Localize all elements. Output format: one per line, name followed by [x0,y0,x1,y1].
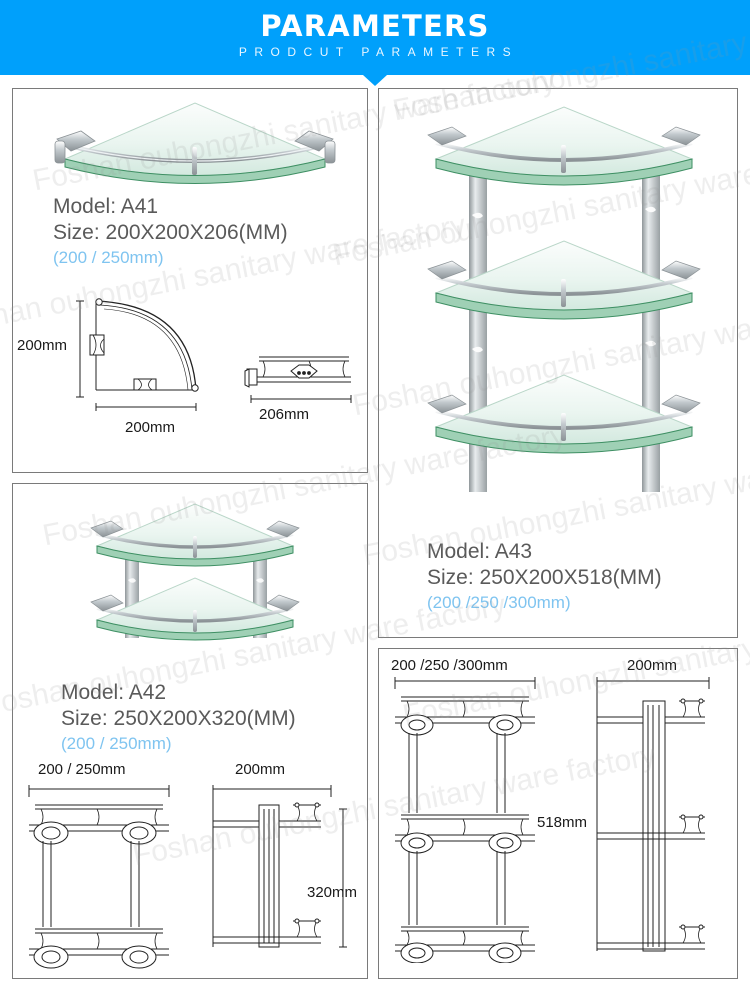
spec-a41: Model: A41 Size: 200X200X206(MM) (200 / … [53,194,288,269]
product-photo-a43 [427,106,701,492]
page-title: PARAMETERS [260,9,490,43]
panel-a43-drawing: 200 /250 /300mm 518mm [378,648,738,979]
technical-drawing-a43-side [596,677,710,952]
dim-a43-front-height: 518mm [537,814,588,831]
technical-drawing-a42-side [212,785,347,948]
dim-a42-side-height: 320mm [307,884,358,901]
spec-a43: Model: A43 Size: 250X200X518(MM) (200 /2… [427,539,662,614]
model-label-a43: Model: A43 [427,540,533,563]
dim-a41-side: 206mm [259,406,310,423]
spec-a42: Model: A42 Size: 250X200X320(MM) (200 / … [61,680,296,755]
product-photo-a42 [90,503,300,641]
dim-a41-horizontal: 200mm [125,419,176,436]
technical-drawing-a41-top [76,298,199,411]
technical-drawing-a41-side [244,356,352,403]
option-label-a43: (200 /250 /300mm) [427,593,571,612]
size-label-a42: Size: 250X200X320(MM) [61,707,296,730]
header-notch-triangle [363,75,387,86]
option-label-a41: (200 / 250mm) [53,248,164,267]
panel-a42: Model: A42 Size: 250X200X320(MM) (200 / … [12,483,368,979]
size-label-a43: Size: 250X200X518(MM) [427,566,662,589]
page-header-banner: PARAMETERS PRODCUT PARAMETERS [0,0,750,86]
model-label-a42: Model: A42 [61,681,167,704]
panel-a41: Model: A41 Size: 200X200X206(MM) (200 / … [12,88,368,473]
page-subtitle: PRODCUT PARAMETERS [238,45,519,59]
size-label-a41: Size: 200X200X206(MM) [53,221,288,244]
option-label-a42: (200 / 250mm) [61,734,172,753]
technical-drawing-a42-front [28,785,170,969]
dim-a41-vertical: 200mm [17,337,68,354]
dim-a42-front-width: 200 / 250mm [38,761,126,778]
dim-a43-side-width: 200mm [627,657,678,674]
dim-a43-front-width: 200 /250 /300mm [391,657,508,674]
product-photo-a41 [54,102,336,184]
dim-a42-side-width: 200mm [235,761,286,778]
technical-drawing-a43-front [394,677,536,963]
model-label-a41: Model: A41 [53,195,159,218]
panel-a43: Model: A43 Size: 250X200X518(MM) (200 /2… [378,88,738,638]
